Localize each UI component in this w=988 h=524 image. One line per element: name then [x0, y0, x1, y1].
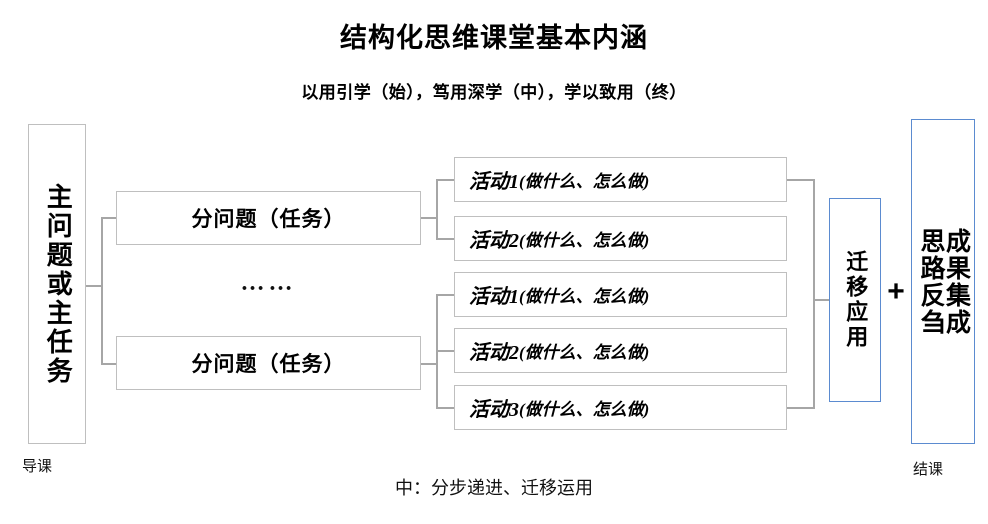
footer-label-right: 结课	[913, 461, 944, 478]
connector-sub-2-to-act-3	[436, 407, 455, 409]
connector-main-stem	[86, 285, 102, 287]
activity-name-1-2: 活动2	[469, 230, 519, 252]
sub-problem-label-2: 分问题（任务）	[191, 352, 346, 376]
connector-sub-1-stem	[421, 217, 437, 219]
activity-name-2-3: 活动3	[469, 399, 519, 421]
connector-sub-1-to-act-2	[436, 238, 455, 240]
connector-sub-2-to-act-2	[436, 350, 455, 352]
connector-sub-1-to-act-1	[436, 179, 455, 181]
connector-right-spine	[813, 179, 815, 408]
activity-detail-2-1: (做什么、怎么做)	[519, 287, 650, 306]
activity-box-1-1[interactable]: 活动1(做什么、怎么做)	[454, 157, 787, 202]
activity-box-2-3[interactable]: 活动3(做什么、怎么做)	[454, 385, 787, 430]
sub-problem-label-1: 分问题（任务）	[191, 207, 346, 231]
footer-label-left: 导课	[22, 458, 53, 475]
activity-detail-2-2: (做什么、怎么做)	[519, 343, 650, 362]
activity-detail-1-2: (做什么、怎么做)	[519, 231, 650, 250]
transfer-application-box[interactable]: 迁移应用	[829, 198, 881, 402]
sub-problem-box-2[interactable]: 分问题（任务）	[116, 336, 421, 390]
connector-sub-2-to-act-1	[436, 294, 455, 296]
page-title: 结构化思维课堂基本内涵	[340, 23, 648, 53]
activity-name-2-2: 活动2	[469, 342, 519, 364]
connector-act-1-1-out	[787, 179, 815, 181]
connector-main-to-sub-1	[101, 217, 117, 219]
activity-name-2-1: 活动1	[469, 286, 519, 308]
main-problem-label: 主问题或主任务	[43, 182, 73, 386]
connector-act-2-3-out	[787, 407, 815, 409]
connector-main-spine	[101, 217, 103, 364]
activity-box-1-2[interactable]: 活动2(做什么、怎么做)	[454, 216, 787, 261]
sub-problem-box-1[interactable]: 分问题（任务）	[116, 191, 421, 245]
connector-main-to-sub-2	[101, 363, 117, 365]
footer-label-center: 中：分步递进、迁移运用	[395, 478, 593, 498]
connector-sub-2-stem	[421, 363, 437, 365]
outcome-integration-box[interactable]: 成果集成 思路反刍	[911, 119, 975, 444]
activity-detail-1-1: (做什么、怎么做)	[519, 172, 650, 191]
outcome-integration-label: 成果集成 思路反刍	[917, 227, 970, 336]
page-subtitle: 以用引学（始），笃用深学（中），学以致用（终）	[301, 83, 687, 102]
activity-box-2-1[interactable]: 活动1(做什么、怎么做)	[454, 272, 787, 317]
plus-icon: +	[887, 275, 905, 308]
main-problem-box[interactable]: 主问题或主任务	[28, 124, 86, 444]
activity-box-2-2[interactable]: 活动2(做什么、怎么做)	[454, 328, 787, 373]
activity-name-1-1: 活动1	[469, 171, 519, 193]
connector-sub-1-spine	[436, 179, 438, 239]
transfer-application-label: 迁移应用	[843, 250, 869, 350]
connector-right-to-transfer	[813, 299, 833, 301]
activity-detail-2-3: (做什么、怎么做)	[519, 400, 650, 419]
ellipsis-text: ……	[240, 270, 297, 296]
